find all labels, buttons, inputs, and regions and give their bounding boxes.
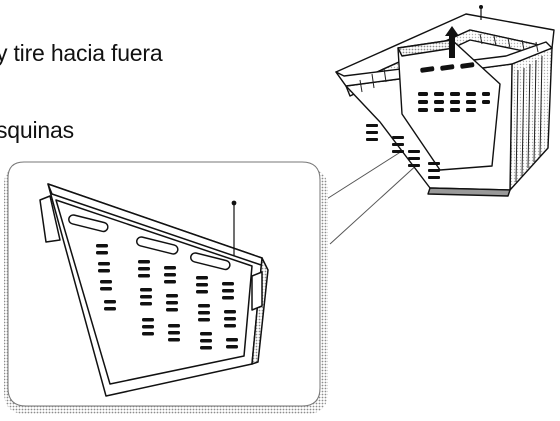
instruction-text-pull-out: y tire hacia fuera	[0, 40, 163, 66]
callout-connector	[321, 145, 421, 245]
upward-arrow-icon	[445, 26, 459, 58]
screw-icon	[231, 200, 237, 256]
instruction-text-corners: squinas	[0, 117, 74, 143]
basket-illustration	[335, 5, 555, 197]
zoom-callout-panel	[4, 161, 328, 414]
